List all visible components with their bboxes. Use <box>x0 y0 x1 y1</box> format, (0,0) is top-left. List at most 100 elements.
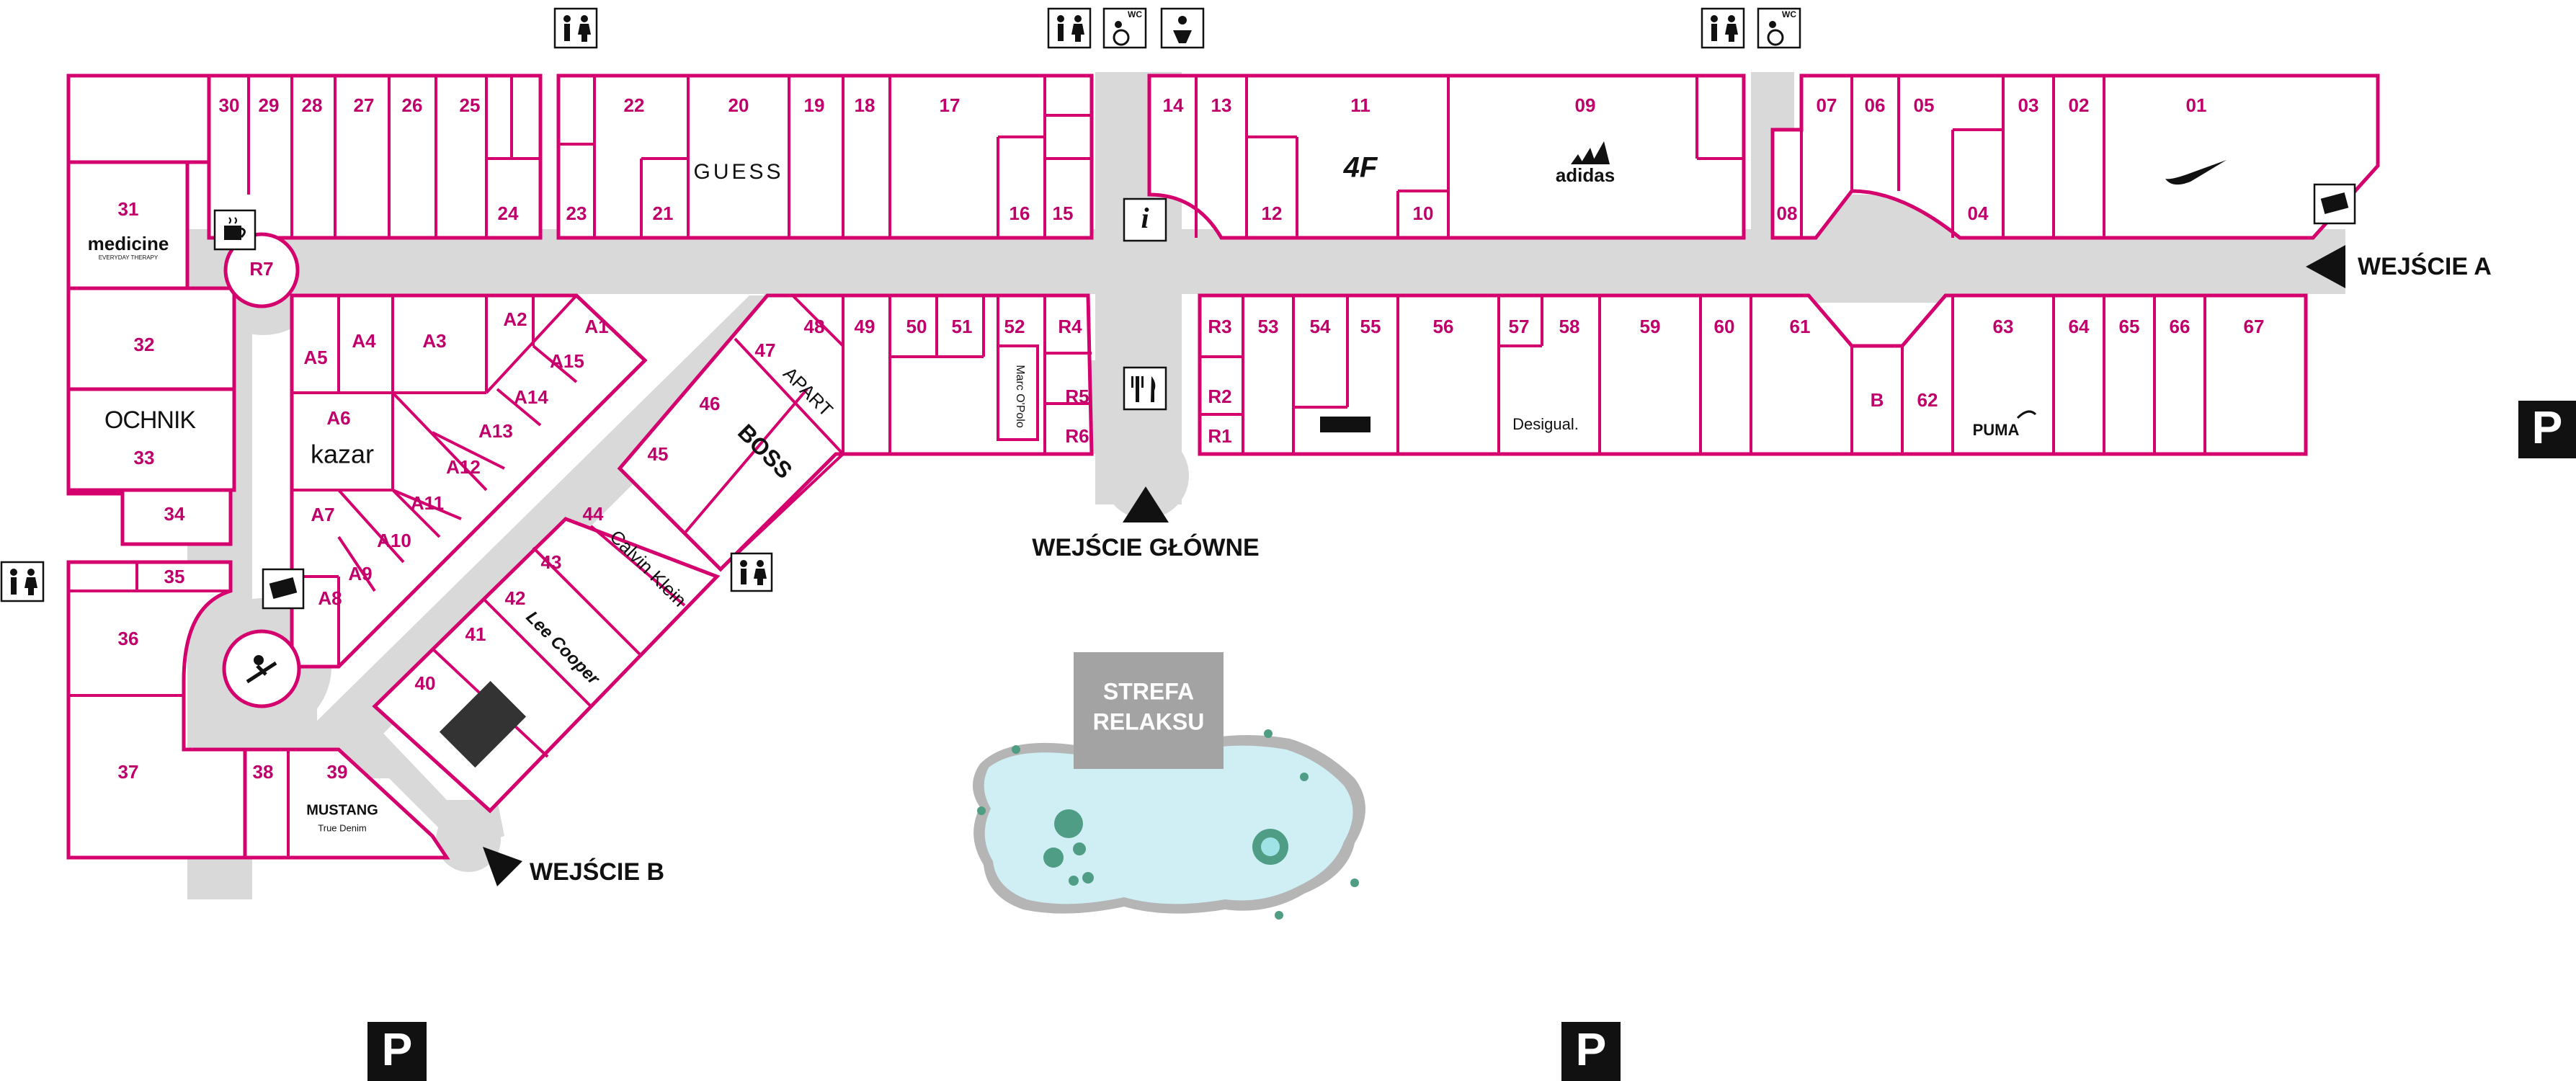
unit-32 <box>66 286 236 391</box>
unit-label-63: 63 <box>1993 316 2014 337</box>
unit-label-16: 16 <box>1010 203 1030 224</box>
unit-label-R5: R5 <box>1065 386 1089 407</box>
parking-label: P <box>2532 401 2563 453</box>
unit-block-top-far-right <box>1770 74 2380 240</box>
unit-label-45: 45 <box>648 443 669 465</box>
svg-text:i: i <box>1141 202 1149 234</box>
unit-label-17: 17 <box>940 94 961 116</box>
unit-label-05: 05 <box>1914 94 1935 116</box>
unit-label-A11: A11 <box>411 492 444 514</box>
relax-zone-box <box>1074 652 1224 769</box>
unit-block-39 <box>243 747 450 860</box>
unit-label-27: 27 <box>354 94 375 116</box>
unit-label-38: 38 <box>253 761 274 783</box>
ochnik-logo: OCHNIK <box>104 406 197 434</box>
unit-block-center-diag <box>617 293 1094 572</box>
unit-label-30: 30 <box>219 94 240 116</box>
mustang-logo: MUSTANG <box>306 802 378 818</box>
unit-label-55: 55 <box>1360 316 1381 337</box>
unit-label-03: 03 <box>2018 94 2039 116</box>
unit-label-R2: R2 <box>1208 386 1231 407</box>
unit-33 <box>66 387 236 492</box>
wc-label: WC <box>1782 9 1796 19</box>
unit-label-A6: A6 <box>326 407 350 429</box>
coffee-icon[interactable] <box>213 209 257 251</box>
guess-logo: GUESS <box>693 160 783 184</box>
medicine-sub: EVERYDAY THERAPY <box>99 254 159 261</box>
unit-40-logo-block <box>439 680 527 768</box>
unit-label-49: 49 <box>855 316 875 337</box>
restroom-icon <box>553 7 598 49</box>
unit-label-64: 64 <box>2069 316 2090 337</box>
unit-label-02: 02 <box>2069 94 2090 116</box>
unit-label-53: 53 <box>1258 316 1279 337</box>
atm-icon[interactable] <box>2313 183 2356 225</box>
unit-label-A3: A3 <box>422 330 446 352</box>
unit-label-09: 09 <box>1575 94 1596 116</box>
info-icon[interactable]: i <box>1123 197 1167 242</box>
parking-label: P <box>382 1023 413 1075</box>
unit-label-34: 34 <box>164 503 185 525</box>
unit-label-29: 29 <box>259 94 280 116</box>
fourf-logo: 4F <box>1343 152 1378 184</box>
unit-label-44: 44 <box>583 503 604 525</box>
unit-34 <box>120 488 233 546</box>
atm-icon[interactable] <box>262 568 305 610</box>
unit-label-A4: A4 <box>352 330 376 352</box>
unit-label-18: 18 <box>855 94 875 116</box>
pond-water <box>984 745 1353 904</box>
unit-label-A7: A7 <box>311 504 334 525</box>
parking-sign-south[interactable]: P <box>1561 1022 1621 1081</box>
unit-label-41: 41 <box>465 623 486 645</box>
entrance-main-arrow-icon <box>1123 486 1169 522</box>
unit-label-19: 19 <box>804 94 825 116</box>
food-court-icon[interactable] <box>1123 366 1167 411</box>
lily-pad-icon <box>1073 842 1086 855</box>
entrances: WEJŚCIE A WEJŚCIE GŁÓWNE WEJŚCIE B <box>483 245 2492 886</box>
unit-label-A8: A8 <box>318 587 342 609</box>
unit-label-47: 47 <box>755 339 776 361</box>
unit-label-32: 32 <box>134 334 155 355</box>
parking-sign-east[interactable]: P <box>2518 401 2576 458</box>
unit-label-48: 48 <box>804 316 825 337</box>
unit-label-25: 25 <box>460 94 481 116</box>
unit-label-14: 14 <box>1163 94 1184 116</box>
unit-label-67: 67 <box>2244 316 2265 337</box>
entrance-main-label: WEJŚCIE GŁÓWNE <box>1032 534 1259 561</box>
unit-label-R4: R4 <box>1058 316 1082 337</box>
lily-pad-icon <box>1082 872 1094 884</box>
mustang-sub: True Denim <box>318 822 366 833</box>
unit-label-62: 62 <box>1917 389 1938 411</box>
unit-label-40: 40 <box>415 672 436 694</box>
unit-label-58: 58 <box>1559 316 1580 337</box>
unit-label-A1: A1 <box>584 316 608 337</box>
restroom-icon <box>730 552 773 592</box>
parking-signs: P P P <box>367 401 2576 1081</box>
entrance-a-arrow-icon <box>2306 245 2345 288</box>
unit-numbers: 30 29 28 27 26 25 24 23 22 21 20 19 18 1… <box>118 94 2265 783</box>
playground-icon <box>246 655 277 684</box>
unit-label-A9: A9 <box>348 563 372 584</box>
unit-label-22: 22 <box>624 94 645 116</box>
unit-label-A13: A13 <box>478 420 513 442</box>
unit-label-51: 51 <box>952 316 973 337</box>
store-units <box>66 74 2380 860</box>
unit-label-50: 50 <box>906 316 927 337</box>
unit-label-R3: R3 <box>1208 316 1231 337</box>
entrance-b-arrow-icon <box>483 847 522 886</box>
entrance-b-label: WEJŚCIE B <box>530 858 664 886</box>
unit-label-R7-center: R7 <box>249 258 273 280</box>
unit-label-52: 52 <box>1004 316 1025 337</box>
lily-pad-icon <box>1069 876 1079 886</box>
wc-label: WC <box>1128 9 1142 19</box>
unit-label-24: 24 <box>498 203 519 224</box>
accessible-wc-icon: WC <box>1757 7 1801 49</box>
unit-label-28: 28 <box>302 94 323 116</box>
parking-sign-southwest[interactable]: P <box>367 1022 427 1081</box>
parking-label: P <box>1576 1023 1607 1075</box>
unit-label-A14: A14 <box>514 386 548 408</box>
relax-zone-line1: STREFA <box>1103 678 1194 704</box>
baby-change-icon <box>1160 7 1205 49</box>
unit-label-23: 23 <box>566 203 587 224</box>
unit-label-07: 07 <box>1817 94 1837 116</box>
